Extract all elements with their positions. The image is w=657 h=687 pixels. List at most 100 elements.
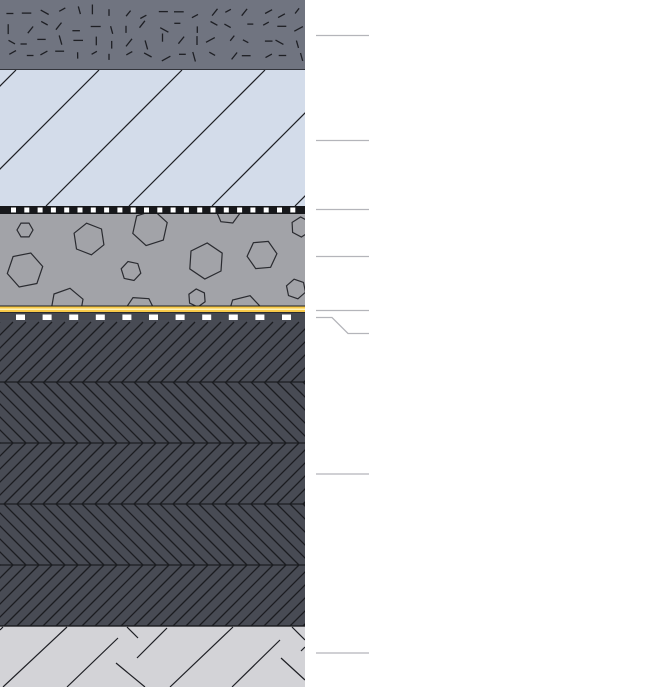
speckle-dash: [275, 39, 284, 45]
hatch-line: [45, 70, 183, 206]
speckle-dash: [125, 10, 132, 17]
herringbone-line: [42, 381, 105, 444]
herringbone-line: [4, 321, 66, 383]
hatch-line: [461, 70, 597, 206]
base-line: [126, 626, 139, 639]
base-line: [169, 626, 234, 687]
base-line: [300, 646, 305, 652]
membrane-dash: [90, 207, 96, 213]
base-line: [231, 639, 281, 687]
herringbone-line: [146, 503, 209, 566]
hatch-line: [128, 70, 266, 206]
membrane-dash: [157, 207, 163, 213]
herringbone-line: [185, 564, 248, 626]
speckle-dash: [262, 21, 270, 26]
herringbone-line: [317, 322, 377, 382]
membrane-dash: [104, 207, 110, 213]
herringbone-line: [172, 442, 235, 505]
speckle-dash: [242, 39, 249, 44]
speckle-dash: [208, 51, 216, 56]
herringbone-line: [120, 503, 183, 566]
hexagon-aggregate: [6, 252, 44, 288]
herringbone-line: [0, 564, 27, 592]
herringbone-line: [94, 442, 157, 505]
speckle-pattern: [6, 4, 304, 62]
diagonal-hatch: [0, 70, 597, 206]
speckle-dash: [294, 7, 300, 14]
herringbone-line: [159, 381, 222, 444]
speckle-dash: [40, 20, 49, 26]
herringbone-line: [250, 571, 305, 626]
membrane-dash: [202, 314, 212, 321]
herringbone-line: [81, 503, 144, 566]
herringbone-line: [0, 538, 27, 566]
hatch-line: [211, 112, 305, 206]
herringbone-line: [120, 564, 183, 626]
herringbone-line: [29, 564, 92, 626]
herringbone-line: [211, 564, 274, 626]
herringbone-line: [0, 564, 40, 605]
herringbone-line: [16, 503, 79, 566]
herringbone-line: [276, 503, 305, 533]
herringbone-line: [342, 382, 403, 443]
herringbone-line: [329, 504, 390, 565]
herringbone-line: [237, 381, 300, 444]
herringbone-line: [0, 321, 27, 349]
herringbone-line: [172, 381, 235, 444]
herringbone-line: [133, 381, 196, 444]
herringbone-line: [159, 442, 222, 505]
herringbone-line: [224, 564, 287, 626]
herringbone-line: [42, 564, 105, 626]
speckle-dash: [55, 22, 63, 31]
broken-diagonal-pattern: [0, 626, 305, 687]
speckle-dash: [125, 38, 133, 47]
herringbone-line: [68, 381, 131, 444]
hatch-line: [294, 195, 305, 206]
hexagon-aggregate: [126, 296, 154, 306]
speckle-dash: [224, 8, 232, 13]
herringbone-line: [238, 321, 300, 383]
hexagon-aggregate: [16, 222, 34, 238]
speckle-dash: [210, 20, 218, 26]
herringbone-line: [16, 564, 79, 626]
herringbone-line: [68, 564, 131, 626]
speckle-dash: [91, 50, 98, 55]
herringbone-line: [199, 321, 261, 383]
hexagon-aggregate: [120, 260, 142, 282]
herringbone-line: [108, 321, 170, 383]
herringbone-line: [316, 504, 377, 565]
herringbone-line: [81, 564, 144, 626]
herringbone-line: [0, 564, 14, 579]
speckle-dash: [241, 8, 248, 17]
speckle-dash: [191, 13, 199, 19]
herringbone-line: [95, 321, 157, 383]
base-line: [136, 627, 168, 659]
herringbone-line: [198, 503, 261, 566]
membrane-dash: [24, 207, 30, 213]
herringbone-line: [290, 367, 305, 383]
base-line: [2, 626, 68, 687]
membrane-dash: [228, 314, 238, 321]
herringbone-line: [173, 321, 235, 383]
herringbone-line: [342, 565, 403, 626]
herringbone-line: [0, 321, 14, 336]
membrane-dash: [69, 314, 79, 321]
herringbone-line: [0, 321, 40, 362]
layer-aggregate: [0, 214, 305, 307]
herringbone-line: [277, 354, 305, 383]
leader-lines: [316, 34, 369, 654]
speckle-dash: [177, 36, 185, 45]
herringbone-line: [251, 328, 305, 383]
speckle-dash: [265, 53, 273, 59]
herringbone-line: [107, 381, 170, 444]
herringbone-line: [120, 442, 183, 505]
herringbone-line: [302, 381, 305, 385]
herringbone-line: [82, 321, 144, 383]
herringbone-line: [276, 381, 305, 411]
membrane-dash: [37, 207, 43, 213]
membrane-dash: [77, 207, 83, 213]
herringbone-line: [0, 429, 14, 444]
herringbone-line: [29, 503, 92, 566]
herringbone-line: [3, 442, 66, 505]
herringbone-line: [94, 381, 157, 444]
